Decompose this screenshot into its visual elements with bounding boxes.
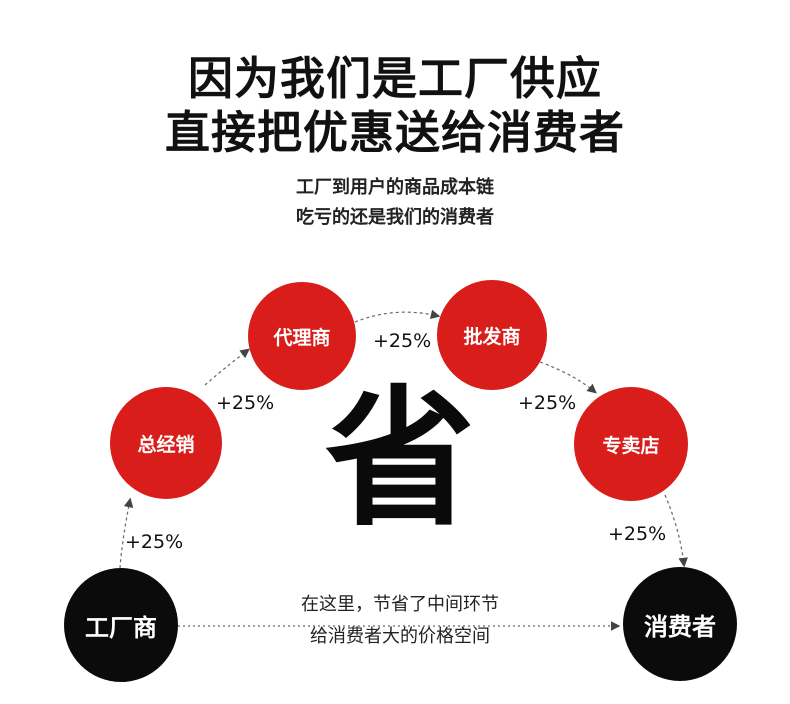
node-agent: 代理商 [248,282,356,390]
headline-line-2: 直接把优惠送给消费者 [164,106,625,159]
markup-label-5: +25% [608,523,667,545]
arrow-factory-to-distributor [119,497,134,569]
subheading-line-2: 吃亏的还是我们的消费者 [296,207,494,228]
markup-label-1: +25% [125,531,184,553]
arrow-store-to-consumer [664,494,688,568]
markup-label-3: +25% [373,330,432,352]
savings-note-line-2: 给消费者大的价格空间 [310,626,490,647]
headline-line-1: 因为我们是工厂供应 [187,52,602,105]
arrow-wholesaler-to-store [539,361,597,394]
save-character: 省 [324,373,475,547]
savings-note-line-1: 在这里，节省了中间环节 [301,594,499,615]
markup-label-4: +25% [518,392,577,414]
node-factory: 工厂商 [64,568,178,682]
arrow-distributor-to-agent [204,348,250,386]
arrow-agent-to-wholesaler [354,309,441,323]
node-consumer: 消费者 [623,567,737,681]
node-distributor: 总经销 [110,387,222,499]
markup-label-2: +25% [216,392,275,414]
subheading-line-1: 工厂到用户的商品成本链 [296,177,494,198]
node-store: 专卖店 [574,387,688,501]
node-wholesaler: 批发商 [437,280,547,390]
